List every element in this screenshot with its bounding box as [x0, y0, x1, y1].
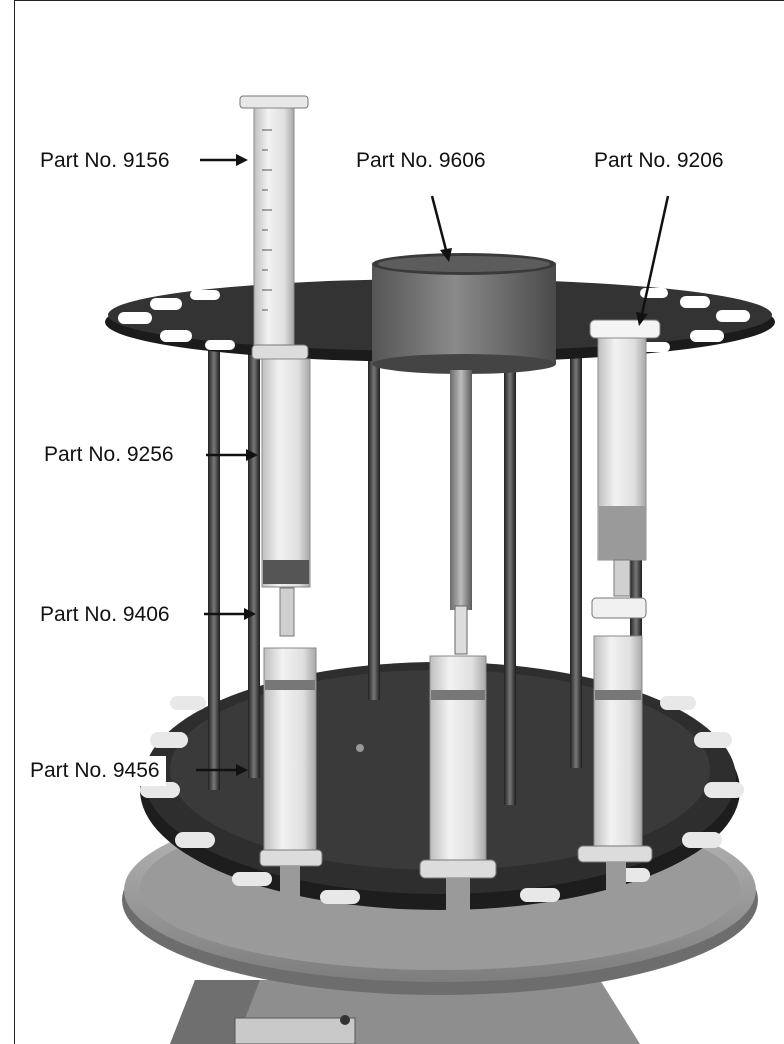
callout-arrows	[196, 154, 670, 776]
syringe-center-lower	[419, 655, 497, 924]
center-cup	[372, 253, 556, 655]
syringe-9456	[259, 647, 323, 916]
syringe-9156	[239, 95, 309, 349]
stand	[170, 980, 640, 1044]
label-part-9156: Part No. 9156	[36, 146, 176, 176]
syringe-9206	[589, 319, 661, 619]
label-part-9606: Part No. 9606	[352, 146, 492, 176]
syringe-9256	[251, 344, 311, 637]
label-part-9456: Part No. 9456	[26, 756, 166, 786]
label-part-9406: Part No. 9406	[36, 600, 176, 630]
syringe-right-lower	[577, 635, 653, 908]
label-part-9256: Part No. 9256	[40, 440, 180, 470]
photo-frame	[14, 0, 784, 1044]
label-part-9206: Part No. 9206	[590, 146, 730, 176]
